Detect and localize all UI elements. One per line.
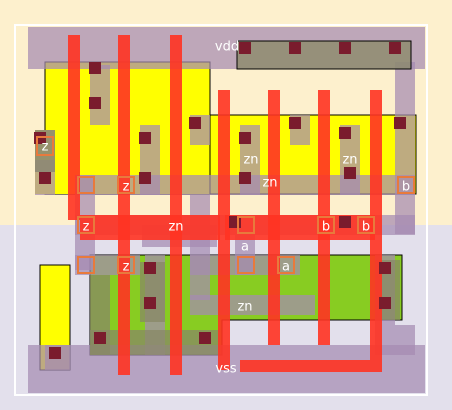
pin-marker	[237, 216, 255, 234]
label-z-pin-lower: z	[122, 259, 130, 275]
label-z-pin-upper: z	[82, 219, 90, 235]
pin-marker	[77, 256, 95, 274]
poly-gate	[218, 90, 230, 370]
contact-cut	[144, 297, 156, 309]
label-a-lower: a	[282, 259, 290, 275]
metal1-route	[395, 325, 415, 355]
contact-cut	[89, 97, 101, 109]
pin-marker	[237, 256, 255, 274]
poly-layer	[68, 35, 382, 375]
label-vss: vss	[215, 361, 237, 377]
pin-marker	[77, 176, 95, 194]
pin-layer	[36, 136, 415, 274]
label-z-left: z	[41, 139, 49, 155]
contact-cut	[139, 132, 151, 144]
label-a-upper: a	[241, 239, 249, 255]
poly-gate	[170, 35, 182, 375]
pin-marker	[36, 136, 54, 156]
contact-cut	[289, 42, 301, 54]
contact-cut	[94, 332, 106, 344]
metal1-route	[90, 65, 110, 125]
metal2-strap	[90, 330, 220, 355]
metal2-strap	[236, 40, 412, 70]
contact-layer	[34, 42, 406, 359]
poly-strap	[240, 360, 382, 372]
contact-cut	[289, 117, 301, 129]
contact-cut	[199, 332, 211, 344]
label-zn-center: zn	[168, 219, 184, 235]
contact-cut	[339, 216, 351, 228]
contact-cut	[139, 172, 151, 184]
contact-cut	[239, 42, 251, 54]
contact-cut	[379, 262, 391, 274]
pin-marker	[117, 256, 135, 274]
metal1-route	[395, 62, 415, 234]
label-zn-bottom: zn	[237, 299, 253, 315]
poly-gate	[118, 35, 130, 375]
contact-cut	[39, 172, 51, 184]
label-zn-mid: zn	[262, 175, 278, 191]
contact-cut	[239, 132, 251, 144]
poly-gate	[370, 90, 382, 360]
pin-marker	[77, 216, 95, 234]
poly-strap	[225, 215, 375, 240]
cell-boundary	[14, 24, 428, 396]
contact-cut	[49, 347, 61, 359]
contact-cut	[339, 42, 351, 54]
contact-cut	[379, 297, 391, 309]
label-z-mid-upper: z	[122, 179, 130, 195]
pin-marker	[357, 216, 375, 234]
pin-marker	[317, 216, 335, 234]
contact-cut	[394, 117, 406, 129]
poly-gate	[68, 35, 80, 220]
pin-marker	[117, 176, 135, 194]
pin-marker	[277, 256, 295, 274]
label-vdd: vdd	[214, 39, 240, 55]
label-b-right: b	[401, 179, 411, 195]
contact-cut	[344, 167, 356, 179]
label-zn-top-a: zn	[243, 152, 259, 168]
contact-cut	[389, 42, 401, 54]
label-b-mid-2: b	[361, 219, 371, 235]
contact-cut	[239, 172, 251, 184]
poly-strap	[80, 215, 220, 240]
contact-cut	[339, 127, 351, 139]
contact-cut	[144, 262, 156, 274]
pin-marker	[397, 176, 415, 194]
contact-cut	[89, 62, 101, 74]
label-b-mid-1: b	[321, 219, 331, 235]
contact-cut	[189, 117, 201, 129]
label-zn-top-b: zn	[342, 152, 358, 168]
metal1-route	[190, 195, 210, 300]
